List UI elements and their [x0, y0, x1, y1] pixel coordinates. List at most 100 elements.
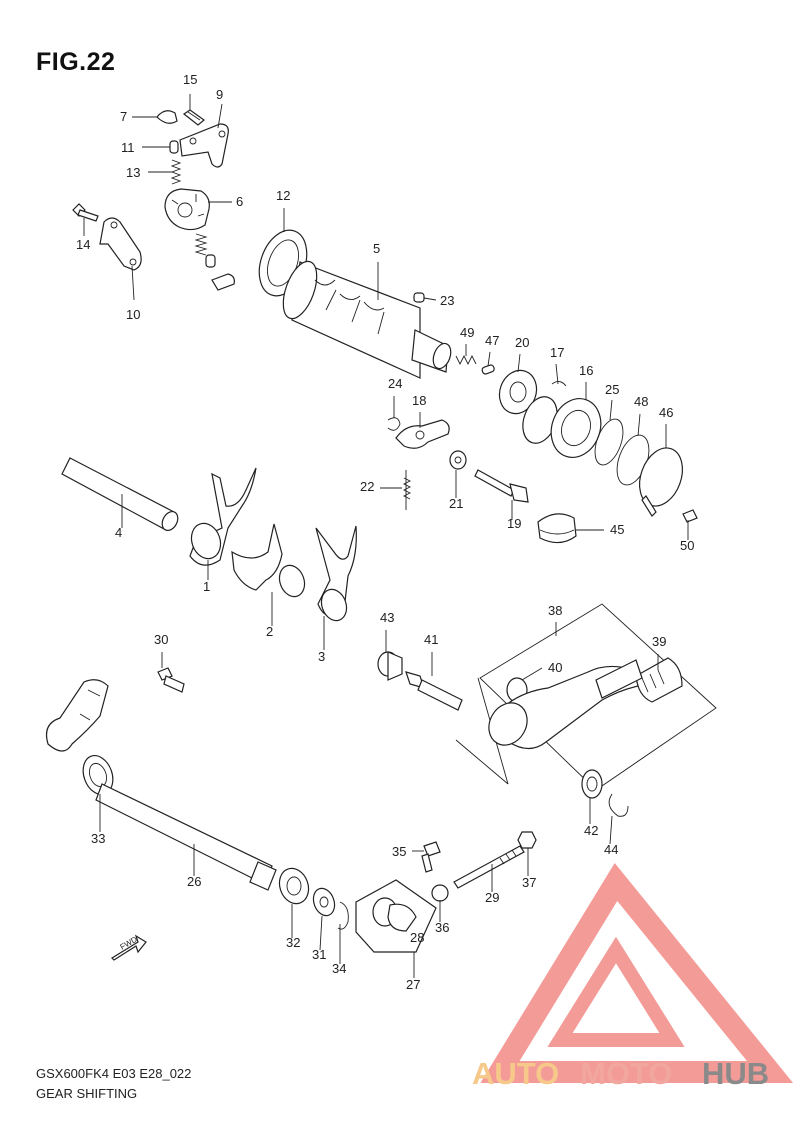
part-18-pawl-lifter[interactable] — [395, 419, 450, 449]
callout-37[interactable]: 37 — [522, 875, 536, 890]
part-6-cam-stopper[interactable] — [164, 188, 210, 231]
callout-43[interactable]: 43 — [380, 610, 394, 625]
callout-29[interactable]: 29 — [485, 890, 499, 905]
part-5-gearshift-cam[interactable] — [277, 257, 454, 379]
part-13-spring-upper[interactable] — [170, 159, 182, 185]
callout-13[interactable]: 13 — [126, 165, 140, 180]
callout-35[interactable]: 35 — [392, 844, 406, 859]
part-35-bolt[interactable] — [421, 841, 441, 873]
part-34-circlip[interactable] — [337, 901, 349, 930]
part-46-cover[interactable] — [632, 442, 690, 517]
part-13-spring-lower[interactable] — [194, 233, 208, 256]
part-15-bolt[interactable] — [182, 109, 205, 126]
callout-40[interactable]: 40 — [548, 660, 562, 675]
part-11-pin-upper[interactable] — [169, 140, 179, 154]
part-44-circlip[interactable] — [608, 793, 629, 817]
callout-11[interactable]: 11 — [121, 140, 135, 155]
callout-12[interactable]: 12 — [276, 188, 290, 203]
callout-42[interactable]: 42 — [584, 823, 598, 838]
callout-18[interactable]: 18 — [412, 393, 426, 408]
callout-36[interactable]: 36 — [435, 920, 449, 935]
callout-44[interactable]: 44 — [604, 842, 618, 857]
part-45-cap[interactable] — [537, 513, 577, 544]
part-2-shift-fork[interactable] — [231, 523, 309, 600]
part-39-footrest-rubber[interactable] — [635, 657, 683, 703]
callout-1[interactable]: 1 — [203, 579, 210, 594]
callout-46[interactable]: 46 — [659, 405, 673, 420]
part-49-spring[interactable] — [455, 354, 477, 366]
part-36-nut[interactable] — [431, 884, 449, 902]
part-47-pin[interactable] — [481, 364, 495, 375]
callout-30[interactable]: 30 — [154, 632, 168, 647]
callout-22[interactable]: 22 — [360, 479, 374, 494]
part-3-shift-fork[interactable] — [315, 525, 357, 624]
part-24-pin[interactable] — [387, 417, 401, 431]
part-11-pin-lower[interactable] — [205, 254, 216, 268]
part-30-stud[interactable] — [157, 667, 185, 693]
part-42-washer[interactable] — [581, 769, 603, 799]
part-22-spring[interactable] — [402, 470, 412, 510]
part-20-plate[interactable] — [494, 365, 564, 448]
callout-45[interactable]: 45 — [610, 522, 624, 537]
callout-10[interactable]: 10 — [126, 307, 140, 322]
callout-16[interactable]: 16 — [579, 363, 593, 378]
callout-23[interactable]: 23 — [440, 293, 454, 308]
part-17-circlip[interactable] — [551, 381, 567, 387]
callout-4[interactable]: 4 — [115, 525, 122, 540]
part-21-washer[interactable] — [449, 450, 467, 470]
part-14-bolt[interactable] — [72, 203, 99, 222]
callout-5[interactable]: 5 — [373, 241, 380, 256]
callout-27[interactable]: 27 — [406, 977, 420, 992]
leader-line-44 — [609, 815, 613, 845]
part-43-bushing[interactable] — [377, 651, 403, 681]
part-19-bolt[interactable] — [474, 469, 529, 503]
callout-20[interactable]: 20 — [515, 335, 529, 350]
callout-19[interactable]: 19 — [507, 516, 521, 531]
leader-line-20 — [517, 353, 521, 373]
part-29-tie-rod[interactable] — [453, 845, 525, 889]
part-4-fork-shaft[interactable] — [61, 457, 181, 533]
callout-7[interactable]: 7 — [120, 109, 127, 124]
callout-31[interactable]: 31 — [312, 947, 326, 962]
part-27-link-box[interactable] — [355, 879, 437, 953]
part-23-pin[interactable] — [413, 292, 425, 303]
callout-25[interactable]: 25 — [605, 382, 619, 397]
part-lever-arm[interactable] — [481, 659, 643, 752]
callout-9[interactable]: 9 — [216, 87, 223, 102]
callout-26[interactable]: 26 — [187, 874, 201, 889]
callout-3[interactable]: 3 — [318, 649, 325, 664]
part-33-shift-shaft-arm[interactable] — [45, 679, 118, 799]
part-50-bolt[interactable] — [682, 509, 698, 523]
callout-28[interactable]: 28 — [410, 930, 424, 945]
part-26-gearshift-shaft[interactable] — [95, 783, 277, 891]
part-41-stud[interactable] — [405, 671, 463, 711]
callout-49[interactable]: 49 — [460, 325, 474, 340]
callout-33[interactable]: 33 — [91, 831, 105, 846]
callout-17[interactable]: 17 — [550, 345, 564, 360]
part-32-oil-seal[interactable] — [275, 864, 314, 907]
callout-50[interactable]: 50 — [680, 538, 694, 553]
callout-38[interactable]: 38 — [548, 603, 562, 618]
callout-2[interactable]: 2 — [266, 624, 273, 639]
callout-15[interactable]: 15 — [183, 72, 197, 87]
part-37-nut[interactable] — [517, 831, 537, 849]
part-25-circlip[interactable] — [590, 415, 629, 468]
part-10-plate[interactable] — [99, 217, 142, 271]
part-8-stopper[interactable] — [211, 273, 235, 291]
watermark-logo-triangle — [480, 862, 794, 1083]
callout-24[interactable]: 24 — [388, 376, 402, 391]
callout-6[interactable]: 6 — [236, 194, 243, 209]
callout-39[interactable]: 39 — [652, 634, 666, 649]
callout-48[interactable]: 48 — [634, 394, 648, 409]
callout-21[interactable]: 21 — [449, 496, 463, 511]
part-1-shift-fork[interactable] — [187, 467, 257, 566]
callout-41[interactable]: 41 — [424, 632, 438, 647]
part-31-washer[interactable] — [310, 885, 338, 918]
part-9-plate[interactable] — [179, 123, 229, 168]
callout-34[interactable]: 34 — [332, 961, 346, 976]
callout-32[interactable]: 32 — [286, 935, 300, 950]
callout-14[interactable]: 14 — [76, 237, 90, 252]
callout-47[interactable]: 47 — [485, 333, 499, 348]
part-7-stopper[interactable] — [156, 110, 178, 124]
